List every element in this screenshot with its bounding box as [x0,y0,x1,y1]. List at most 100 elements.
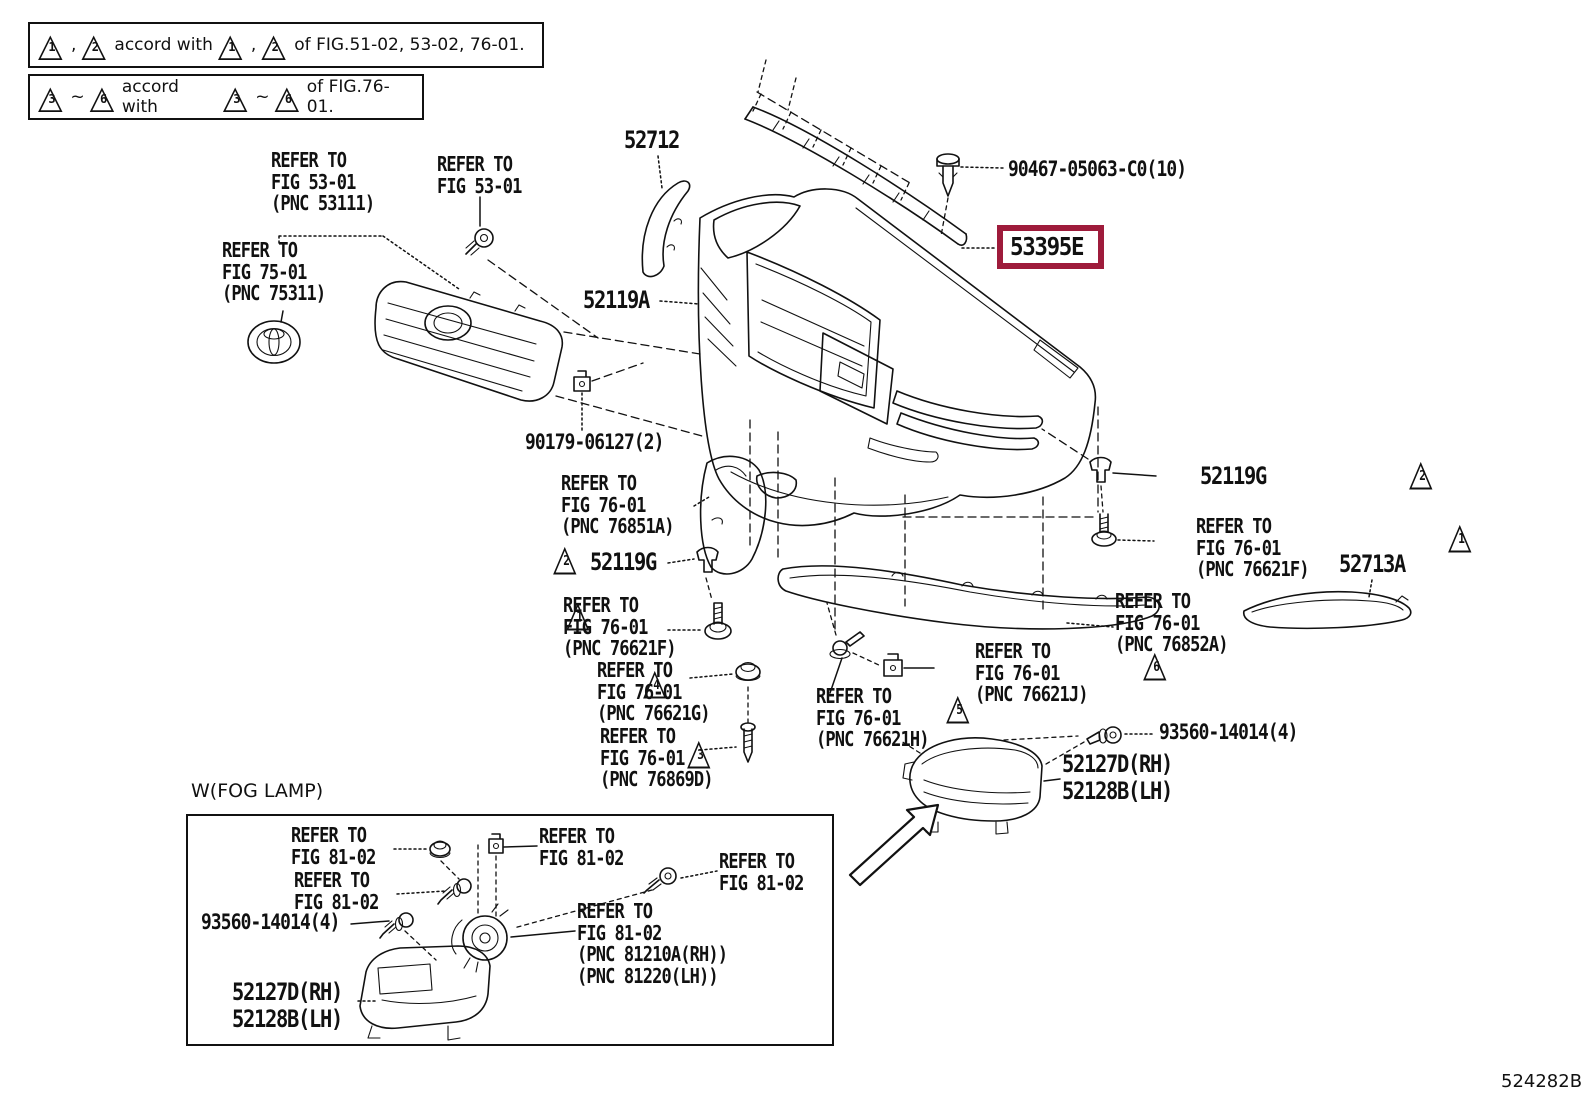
bolt-76621h [826,602,882,694]
part-number: 53395E [1010,232,1085,261]
callout-part-52713a: 52713A [1339,550,1406,578]
grille-clip [573,362,644,392]
callout-refer-pnc76869d: REFER TO FIG 76-01 (PNC 76869D) [600,724,713,791]
radiator-grille [374,280,703,437]
legend-text: of FIG.51-02, 53-02, 76-01. [294,35,525,55]
triangle-2-icon: △2 [1408,453,1433,494]
text-line: FIG 81-02 [719,870,804,895]
fog-callout-refer-c: REFER TO FIG 81-02 [294,869,379,913]
fog-callout-refer-d: REFER TO FIG 81-02 [719,849,804,895]
text-line: FIG 76-01 [600,745,685,770]
bolt-76621f-right [1091,513,1155,547]
text-line: REFER TO [816,684,892,708]
triangle-4-icon: △4 [643,662,667,703]
text-line: FIG 76-01 [1196,535,1281,560]
triangle-6-icon: △6 [274,77,300,116]
triangle-3-icon: △3 [38,77,63,116]
text-line: REFER TO [271,148,347,172]
triangle-6-icon: △6 [89,77,115,116]
text-line: (PNC 76621G) [597,701,710,725]
triangle-5-icon: △5 [945,687,970,728]
text-line: REFER TO [600,724,676,748]
triangle-2-icon: △2 [81,25,107,64]
legend-separator: ~ [70,87,85,107]
legend-separator: ~ [255,87,270,107]
text-line: 52127D(RH) [1062,750,1173,778]
top-retainer-strip [744,59,995,249]
legend-text: accord with [121,77,179,117]
triangle-1-icon: △1 [1448,516,1473,557]
callout-refer-fig75-pnc75311: REFER TO FIG 75-01 (PNC 75311) [222,238,326,305]
front-bumper-cover [697,188,1097,527]
upper-support-strip [693,455,767,575]
fog-callout-refer-a: REFER TO FIG 81-02 [291,823,376,869]
clip-52119g-left [667,546,719,601]
text-line: (PNC 76621H) [816,727,929,751]
triangle-1-icon: △1 [565,594,590,635]
text-line: REFER TO [1115,589,1191,613]
legend-row-1: △1 , △2 accord with △1 , △2 of FIG.51-02… [28,22,544,68]
text-line: FIG 75-01 [222,259,307,284]
text-line: 52128B(LH) [1062,777,1173,805]
fog-lamp-option-box [186,814,834,1046]
grille-screw [465,228,599,339]
toyota-emblem [247,310,301,364]
text-line: (PNC 81220(LH)) [577,963,719,988]
text-line: REFER TO [291,823,367,847]
text-line: (PNC 76621J) [975,682,1088,706]
text-line: FIG 76-01 [1115,610,1200,635]
text-line: REFER TO [975,639,1051,663]
text-line: REFER TO [437,152,513,176]
fog-callout-part-52127d-52128b: 52127D(RH) 52128B(LH) [232,979,343,1033]
text-line: FIG 53-01 [271,169,356,194]
callout-refer-pnc76621f-left: REFER TO FIG 76-01 (PNC 76621F) [563,593,676,660]
text-line: REFER TO [719,849,795,873]
fog-lamp-box-title: W(FOG LAMP) [191,780,324,802]
text-line: 52128B(LH) [232,1005,343,1033]
push-clip-fastener [936,153,1004,237]
text-line: FIG 76-01 [597,679,682,704]
lower-spoiler-strip [777,565,1160,630]
text-line: REFER TO [597,658,673,682]
text-line: (PNC 76869D) [600,767,713,791]
callout-refer-fig53-pnc53111: REFER TO FIG 53-01 (PNC 53111) [271,148,375,215]
callout-refer-pnc76621f-right: REFER TO FIG 76-01 (PNC 76621F) [1196,514,1309,581]
bolt-76621f-left [667,602,732,640]
direction-arrow [848,803,940,887]
text-line: FIG 53-01 [437,173,522,198]
text-line: REFER TO [561,471,637,495]
callout-refer-pnc76621g: REFER TO FIG 76-01 (PNC 76621G) [597,658,710,725]
legend-text: accord with [114,35,213,55]
text-line: REFER TO [222,238,298,262]
screw-76869d [699,722,756,763]
leader-lines-upper [278,196,700,431]
diagram-code: 524282B [1501,1071,1583,1092]
corner-molding [641,155,691,278]
fog-box-parts [350,833,718,1041]
side-molding-52713a [1243,579,1412,630]
fog-lamp-cover-right [900,735,1079,835]
text-line: REFER TO [577,899,653,923]
callout-part-52119a: 52119A [583,286,650,314]
triangle-1-icon: △1 [217,25,243,64]
callout-refer-pnc76852a: REFER TO FIG 76-01 (PNC 76852A) [1115,589,1228,656]
triangle-6-icon: △6 [1143,644,1167,685]
text-line: (PNC 81210A(RH)) [577,942,728,966]
screw-93560-right [1045,726,1156,765]
callout-part-52119g-right: 52119G [1200,462,1267,490]
text-line: REFER TO [1196,514,1272,538]
text-line: FIG 76-01 [816,705,901,730]
text-line: REFER TO [563,593,639,617]
highlighted-part-53395e: 53395E [997,225,1105,269]
callout-part-90179: 90179-06127(2) [525,430,664,454]
triangle-3-icon: △3 [686,732,711,773]
text-line: REFER TO [539,824,615,848]
fog-callout-refer-b: REFER TO FIG 81-02 [539,824,624,869]
callout-part-52119g-left: 52119G [590,548,657,576]
triangle-3-icon: △3 [222,77,248,116]
callout-refer-pnc76621j: REFER TO FIG 76-01 (PNC 76621J) [975,639,1088,706]
text-line: FIG 81-02 [291,844,376,869]
callout-part-93560-right: 93560-14014(4) [1159,720,1298,744]
